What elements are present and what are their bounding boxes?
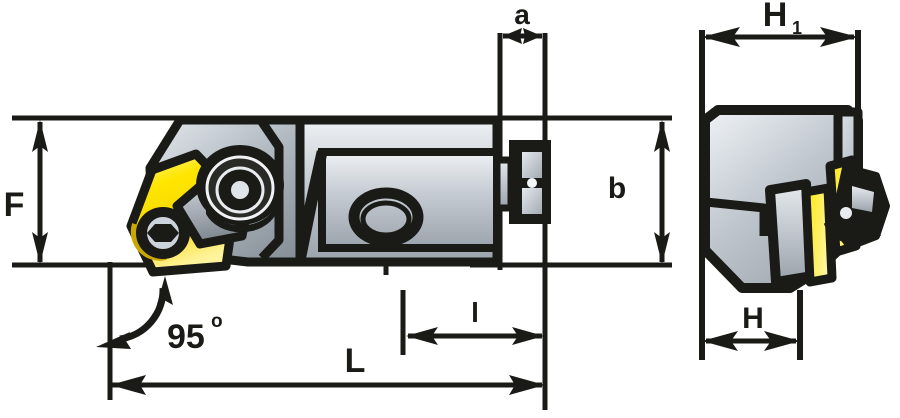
dim-b-arrow-bottom [654, 232, 670, 264]
dimension-H: H [702, 302, 800, 351]
insert-screw-hex-socket [147, 224, 179, 242]
dim-h1-arrow-left [702, 27, 740, 47]
dim-f-arrow-bottom [32, 232, 48, 264]
angle-value-label: 95 [167, 318, 205, 356]
dimension-L: L [110, 342, 545, 395]
coolant-bore [348, 187, 424, 247]
clamp-screw-assembly [196, 145, 284, 233]
dim-l-arrow-left [406, 327, 438, 345]
dimension-F: F [4, 120, 48, 264]
dim-L-arrow-left [110, 375, 146, 395]
dim-l-small-label: l [471, 297, 479, 328]
dim-h1-arrow-right [820, 27, 858, 47]
insert-screw-assembly [136, 207, 190, 259]
dimension-b: b [608, 120, 670, 264]
end-view-split-line [705, 197, 769, 236]
dim-h1-subscript: 1 [792, 18, 802, 38]
angle-arrow-lower [96, 332, 131, 349]
dim-L-label: L [345, 342, 366, 380]
dimension-H1: H 1 [702, 0, 858, 47]
angle-arrow-upper [156, 276, 173, 308]
dim-h-arrow-right [764, 331, 800, 351]
dim-b-label: b [608, 172, 626, 205]
dim-h-label: H [742, 302, 764, 335]
dim-h1-label: H [763, 0, 788, 34]
rear-fitting-face-lower [522, 188, 542, 214]
rear-fitting-hole [527, 178, 537, 188]
clamp-screw-shadow [206, 206, 276, 233]
dim-f-label: F [4, 186, 25, 224]
angle-degree-symbol: o [211, 311, 223, 332]
dim-l-arrow-right [512, 327, 544, 345]
angle-arc [119, 287, 167, 343]
dim-h-arrow-left [702, 331, 738, 351]
coolant-bore-inner [360, 200, 412, 238]
dim-a-arrow-right [523, 28, 542, 44]
clamp-screw-hex-socket [227, 177, 253, 203]
end-view: H 1 H [699, 0, 890, 360]
angle-indicator-95: 95 o [96, 276, 223, 356]
rear-coolant-fitting [493, 140, 551, 224]
side-view: a F b l [4, 0, 672, 410]
dim-f-arrow-top [32, 120, 48, 152]
end-view-clamp-shadow-arc [823, 220, 881, 245]
end-view-clamp-pin [840, 207, 852, 219]
coolant-bore-outer [348, 187, 424, 247]
dimension-a: a [503, 0, 542, 44]
dim-a-arrow-left [503, 28, 522, 44]
rear-fitting-flange [493, 156, 515, 212]
dimension-l: l [406, 297, 544, 345]
dim-L-arrow-right [509, 375, 545, 395]
rear-fitting-face-upper [522, 152, 542, 178]
end-view-clamp-facet [852, 186, 874, 212]
dim-a-label: a [514, 0, 530, 30]
end-view-insert-strip-1 [801, 183, 837, 287]
dim-b-arrow-top [654, 120, 670, 152]
